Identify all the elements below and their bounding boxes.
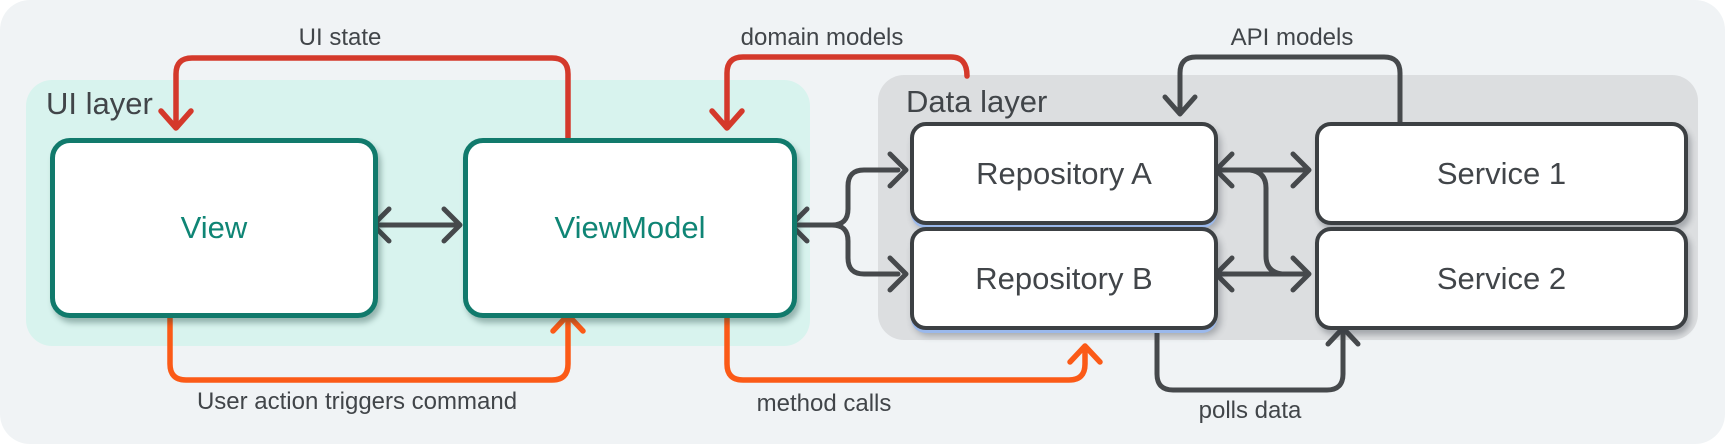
data-layer-title: Data layer [906, 84, 1048, 119]
domain-models-arrow [709, 54, 970, 131]
polls-data-label: polls data [1198, 397, 1302, 424]
cross-link-connector [1247, 167, 1285, 277]
arrowhead-right-icon [441, 206, 463, 244]
arrowhead-right-icon [887, 151, 909, 189]
ui-state-arrow [158, 55, 571, 141]
arrowhead-up-icon [1067, 343, 1103, 365]
method-calls-arrow [724, 305, 1103, 383]
repository-a-box: Repository A [910, 122, 1218, 225]
polls-data-arrow [1154, 319, 1361, 393]
view-box-label: View [180, 210, 248, 245]
ui-state-label: UI state [298, 24, 382, 51]
domain-models-label: domain models [740, 24, 904, 51]
arrowhead-right-icon [1290, 255, 1312, 293]
repository-b-box: Repository B [910, 227, 1218, 330]
api-models-label: API models [1230, 24, 1354, 51]
service-1-label: Service 1 [1436, 155, 1567, 191]
view-box: View [50, 138, 378, 318]
method-calls-label: method calls [756, 390, 892, 417]
repo-b-service-2-arrow [1213, 255, 1312, 293]
service-1-box: Service 1 [1315, 122, 1688, 225]
arrowhead-right-icon [1290, 151, 1312, 189]
view-viewmodel-arrow [370, 206, 463, 244]
user-action-label: User action triggers command [196, 388, 518, 415]
arrowhead-down-icon [158, 108, 194, 131]
arrowhead-down-icon [709, 108, 745, 131]
viewmodel-repositories-fork-arrow [788, 151, 909, 293]
repository-b-label: Repository B [975, 260, 1153, 296]
viewmodel-box: ViewModel [463, 138, 797, 318]
user-action-arrow [167, 307, 586, 383]
arrowhead-right-icon [887, 255, 909, 293]
repository-a-label: Repository A [976, 155, 1152, 191]
service-2-box: Service 2 [1315, 227, 1688, 330]
ui-layer-title: UI layer [46, 86, 153, 121]
service-2-label: Service 2 [1436, 260, 1567, 296]
arrowhead-down-icon [1162, 94, 1198, 117]
api-models-arrow [1162, 54, 1403, 125]
viewmodel-box-label: ViewModel [554, 210, 706, 245]
